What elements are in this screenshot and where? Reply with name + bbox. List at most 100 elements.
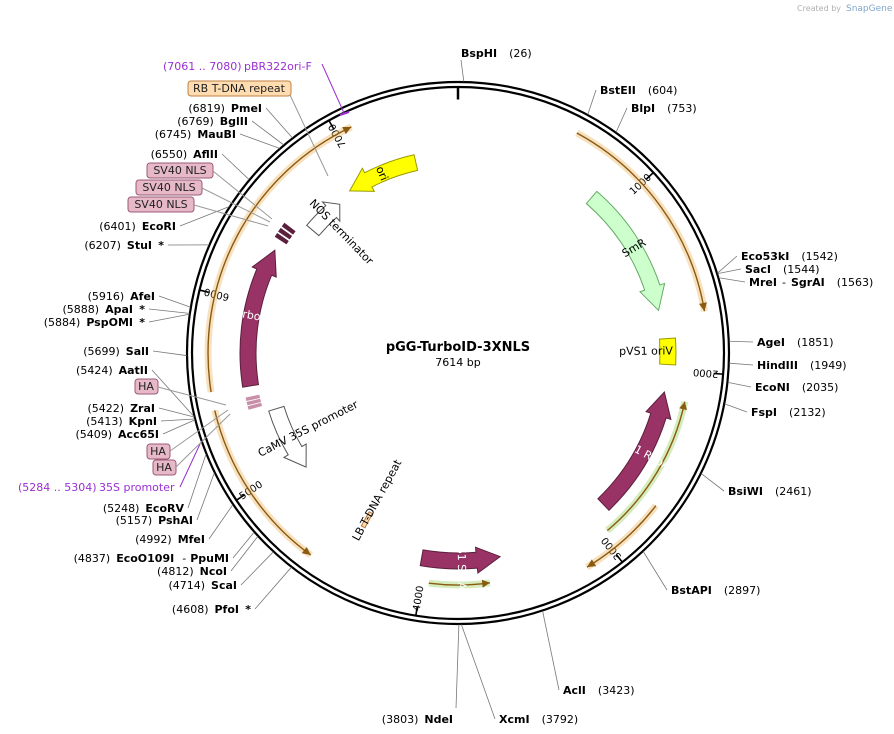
site-pspomi[interactable]: *PspOMI(5884) (44, 316, 146, 329)
site-leader (701, 473, 725, 492)
created-by-text: Created by (797, 4, 841, 13)
feature-camv-35s-promoter[interactable]: CaMV 35S promoter (256, 398, 361, 468)
feature-pvs1-oriv[interactable]: pVS1 oriV (619, 337, 677, 366)
site-aflii[interactable]: AflII(6550) (151, 148, 218, 161)
feature-shape (348, 154, 419, 192)
site-name: EcoO109I (116, 552, 174, 565)
site-leader (718, 277, 746, 283)
site-pshai[interactable]: PshAI(5157) (116, 514, 193, 527)
site-leader (460, 59, 465, 82)
feature-label: CaMV 35S promoter (256, 398, 361, 460)
site-ndei[interactable]: NdeI(3803) (382, 713, 453, 726)
site-ecoo109i[interactable]: PpuMI-EcoO109I(4837) (74, 552, 229, 565)
site-name: MreI (749, 276, 777, 289)
label-text: HA (156, 461, 172, 474)
feature-shape (585, 190, 666, 312)
feature-shape (597, 390, 672, 511)
site-leader (542, 610, 560, 691)
feature-label: pVS1 oriV (619, 344, 673, 357)
feature-ori[interactable]: ori (348, 154, 419, 192)
ha-label-2[interactable]: HA (146, 409, 229, 460)
site-name: KpnI (129, 415, 157, 428)
site-position: (2461) (775, 485, 812, 498)
site-name: NdeI (424, 713, 453, 726)
site-star: * (245, 603, 251, 616)
site-bglii[interactable]: BglII(6769) (177, 115, 248, 128)
backbone (185, 80, 731, 626)
site-name: AclI (563, 684, 586, 697)
primer-35s-promoter[interactable]: (5284 .. 5304) 35S promoter (18, 443, 201, 494)
site-kpni[interactable]: KpnI(5413) (86, 415, 157, 428)
feature-pvs1-staa[interactable]: pVS1 StaA (419, 532, 502, 590)
site-xcmi[interactable]: XcmI(3792) (499, 713, 578, 726)
feature-nos-terminator[interactable]: NOS terminator (305, 197, 377, 268)
site-eco53ki[interactable]: Eco53kI(1542) (741, 250, 838, 263)
site-fspi[interactable]: FspI(2132) (751, 406, 826, 419)
site-stui[interactable]: *StuI(6207) (84, 239, 164, 252)
site-leader (455, 624, 460, 709)
site-leader (230, 536, 259, 572)
site-name: BlpI (631, 102, 655, 115)
site-leader (587, 89, 597, 115)
site-saci[interactable]: SacI(1544) (745, 263, 820, 276)
feature-label: LB T-DNA repeat (350, 457, 405, 543)
site-leader (615, 107, 628, 133)
orf-line (576, 132, 706, 312)
site-name: ZraI (130, 402, 155, 415)
site-scai[interactable]: ScaI(4714) (168, 579, 237, 592)
rb-tdna-repeat-label[interactable]: RB T-DNA repeat (187, 80, 329, 177)
site-name: MfeI (178, 533, 205, 546)
site-pfoi[interactable]: *PfoI(4608) (172, 603, 251, 616)
site-afei[interactable]: AfeI(5916) (88, 290, 155, 303)
site-maubi[interactable]: MauBI(6745) (155, 128, 236, 141)
primer-leader (321, 63, 345, 114)
site-ncoi[interactable]: NcoI(4812) (157, 565, 227, 578)
orf-halo (204, 123, 353, 393)
site-acc65i[interactable]: Acc65I(5409) (75, 428, 159, 441)
label-leader (169, 409, 229, 452)
site-position: (6207) (84, 239, 121, 252)
primer-pbr322ori-f[interactable]: (7061 .. 7080) pBR322ori-F (163, 60, 350, 116)
site-name: BsiWI (728, 485, 763, 498)
site-bsteii[interactable]: BstEII(604) (600, 84, 677, 97)
site-position: (6745) (155, 128, 192, 141)
site-sali[interactable]: SalI(5699) (83, 345, 149, 358)
site-position: (5157) (116, 514, 153, 527)
site-ecorv[interactable]: EcoRV(5248) (103, 502, 185, 515)
site-ecori[interactable]: EcoRI(6401) (99, 220, 176, 233)
site-aatii[interactable]: AatII(5424) (76, 364, 148, 377)
feature-smr[interactable]: SmR (585, 190, 666, 312)
site-bsiwi[interactable]: BsiWI (2461) (728, 485, 812, 498)
site-acli[interactable]: AclI(3423) (563, 684, 634, 697)
site-mfei[interactable]: MfeI(4992) (135, 533, 205, 546)
feature-lb-t-dna-repeat[interactable]: LB T-DNA repeat (350, 457, 405, 543)
site-agei[interactable]: AgeI(1851) (757, 336, 834, 349)
ha-label-3[interactable]: HA (152, 413, 231, 476)
site-name: PfoI (215, 603, 240, 616)
sv40-nls-label-2[interactable]: SV40 NLS (135, 179, 271, 223)
site-leader (179, 206, 230, 227)
ha-label-1[interactable]: HA (134, 378, 227, 406)
site-position: (4714) (168, 579, 205, 592)
site-apai[interactable]: *ApaI(5888) (63, 303, 146, 316)
site-leader (254, 567, 292, 610)
site-leader (251, 120, 284, 146)
feature-shape (658, 337, 677, 366)
site-position: (5424) (76, 364, 113, 377)
feature-turboid[interactable]: TurboID (229, 249, 277, 388)
site-bsphi[interactable]: BspHI(26) (461, 47, 532, 60)
site-zrai[interactable]: ZraI(5422) (88, 402, 156, 415)
site-leader (158, 407, 195, 418)
sv40-nls-label-3[interactable]: SV40 NLS (127, 196, 269, 227)
site-position: (6819) (188, 102, 225, 115)
site-leader (729, 362, 754, 366)
site-bstapi[interactable]: BstAPI(2897) (671, 584, 760, 597)
sv40-nls-label-1[interactable]: SV40 NLS (146, 162, 273, 220)
site-econi[interactable]: EcoNI(2035) (755, 381, 838, 394)
site-blpi[interactable]: BlpI(753) (631, 102, 697, 115)
site-hindiii[interactable]: HindIII(1949) (757, 359, 847, 372)
feature-label: ori (373, 164, 391, 182)
site-mrei[interactable]: MreI-SgrAI(1563) (749, 276, 873, 289)
site-pmei[interactable]: PmeI(6819) (188, 102, 262, 115)
feature-pvs1-repa[interactable]: pVS1 RepA (597, 390, 673, 511)
